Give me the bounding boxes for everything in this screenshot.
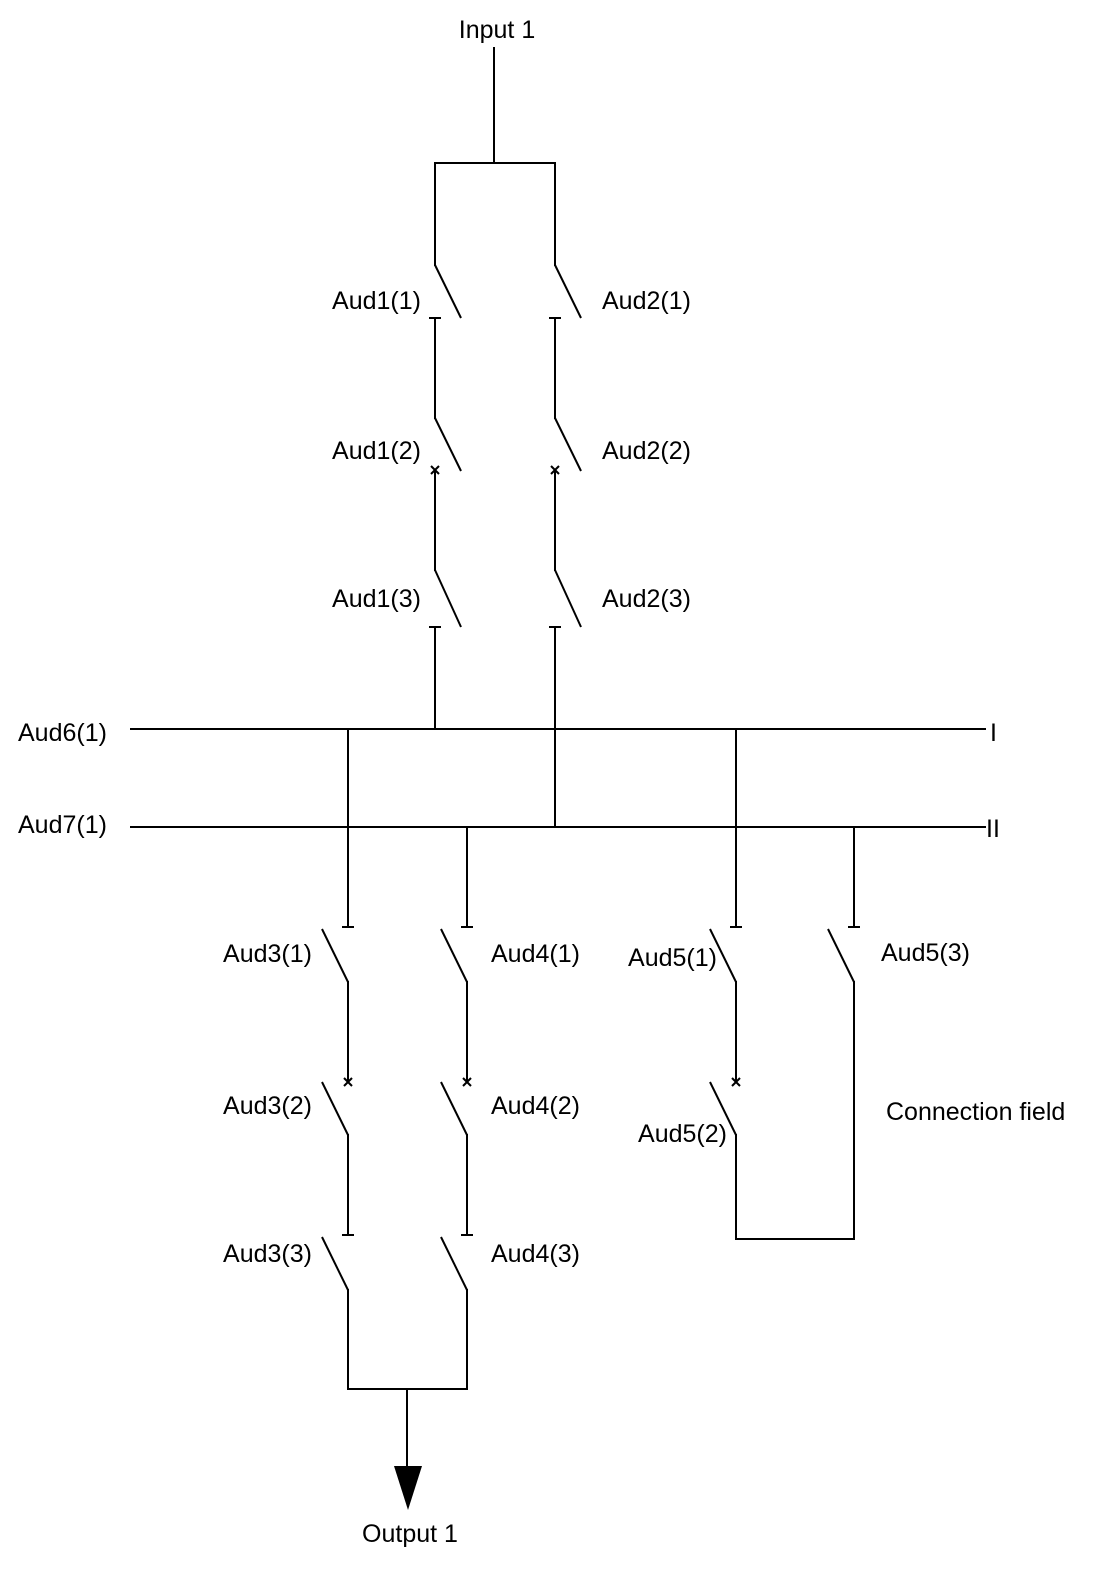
- switch-label-aud5-2: Aud5(2): [638, 1120, 727, 1148]
- switch-aud1-1-blade[interactable]: [434, 264, 462, 319]
- switch-label-aud3-3: Aud3(3): [223, 1240, 312, 1268]
- switch-aud5-2-cross-mark: [731, 1077, 741, 1087]
- switch-aud2-2-blade[interactable]: [554, 417, 582, 472]
- switch-aud3-2-blade[interactable]: [321, 1081, 349, 1136]
- output-label: Output 1: [362, 1520, 458, 1548]
- switch-aud5-2-blade[interactable]: [709, 1081, 737, 1136]
- connection-field-label: Connection field: [886, 1098, 1065, 1126]
- busbar-label-aud6-1: Aud6(1): [18, 719, 107, 747]
- aud1-branch: [429, 264, 462, 730]
- labels: Input 1 Output 1 Aud1(1) Aud1(2) Aud1(3)…: [18, 16, 1065, 1548]
- switch-aud1-2-blade[interactable]: [434, 417, 462, 472]
- switch-aud1-3-blade[interactable]: [434, 569, 462, 628]
- busbar-roman-ii: II: [986, 815, 1000, 843]
- switch-aud4-2-cross-mark: [462, 1077, 472, 1087]
- switch-label-aud3-2: Aud3(2): [223, 1092, 312, 1120]
- aud2-branch: [549, 264, 582, 828]
- switch-label-aud4-3: Aud4(3): [491, 1240, 580, 1268]
- switch-label-aud5-3: Aud5(3): [881, 939, 970, 967]
- switch-aud4-2-blade[interactable]: [440, 1081, 468, 1136]
- switch-label-aud4-2: Aud4(2): [491, 1092, 580, 1120]
- switch-label-aud2-1: Aud2(1): [602, 287, 691, 315]
- switch-aud2-1-blade[interactable]: [554, 264, 582, 319]
- switch-aud3-3-blade[interactable]: [321, 1236, 349, 1291]
- switch-aud2-3-blade[interactable]: [554, 569, 582, 628]
- switch-aud4-3-blade[interactable]: [440, 1236, 468, 1291]
- output-feeder: [321, 728, 473, 1510]
- switch-aud3-1-blade[interactable]: [321, 928, 349, 983]
- input-feeder: [434, 47, 556, 266]
- switch-label-aud1-1: Aud1(1): [332, 287, 421, 315]
- switch-label-aud3-1: Aud3(1): [223, 940, 312, 968]
- switch-aud5-3-blade[interactable]: [827, 928, 855, 983]
- switch-label-aud5-1: Aud5(1): [628, 944, 717, 972]
- switch-label-aud1-2: Aud1(2): [332, 437, 421, 465]
- busbar-roman-i: I: [990, 719, 997, 747]
- input-label: Input 1: [459, 16, 535, 44]
- switch-aud3-2-cross-mark: [343, 1077, 353, 1087]
- connection-field: [709, 728, 860, 1240]
- switch-label-aud2-2: Aud2(2): [602, 437, 691, 465]
- switch-aud5-1-blade[interactable]: [709, 928, 737, 983]
- busbar-label-aud7-1: Aud7(1): [18, 811, 107, 839]
- output-arrow-icon: [394, 1466, 422, 1510]
- switch-label-aud4-1: Aud4(1): [491, 940, 580, 968]
- switch-label-aud2-3: Aud2(3): [602, 585, 691, 613]
- switch-aud4-1-blade[interactable]: [440, 928, 468, 983]
- switch-label-aud1-3: Aud1(3): [332, 585, 421, 613]
